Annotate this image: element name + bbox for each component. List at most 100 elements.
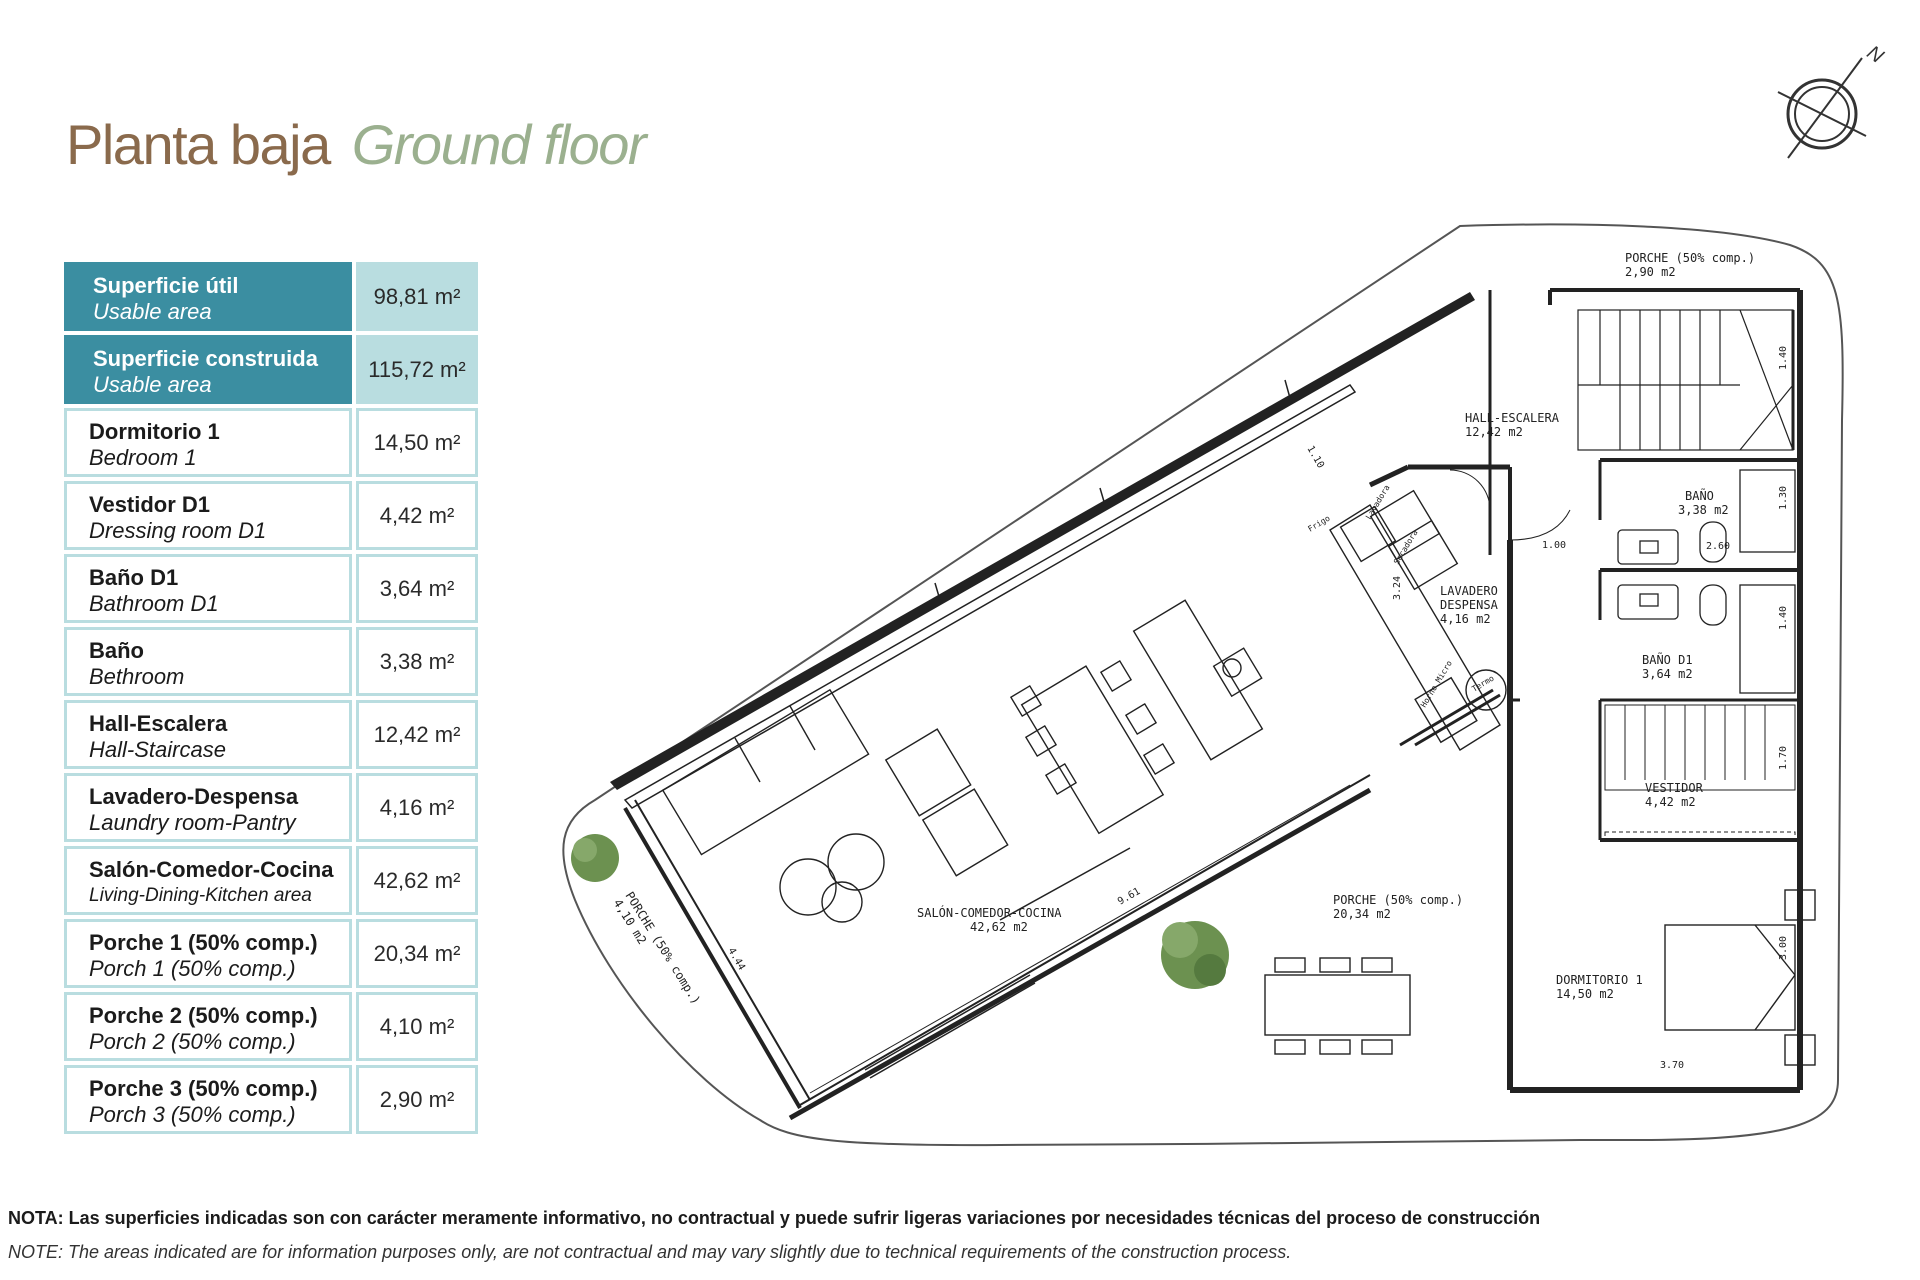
area-value: 4,16 m²	[356, 773, 478, 842]
area-value: 42,62 m²	[356, 846, 478, 915]
area-row-porch-3: Porche 3 (50% comp.)Porch 3 (50% comp.) …	[64, 1065, 478, 1134]
room-label-porch-right: PORCHE (50% comp.)	[1333, 893, 1463, 907]
north-compass-icon: N	[1777, 42, 1888, 159]
area-sublabel: Bethroom	[89, 663, 185, 689]
area-row-porch-2: Porche 2 (50% comp.)Porch 2 (50% comp.) …	[64, 992, 478, 1061]
room-label-hall: HALL-ESCALERA	[1465, 411, 1560, 425]
page-title: Planta baja Ground floor	[66, 112, 647, 177]
area-value: 4,42 m²	[356, 481, 478, 550]
room-area-laundry: 4,16 m2	[1440, 612, 1491, 626]
disclaimer-english: NOTE: The areas indicated are for inform…	[8, 1242, 1292, 1262]
room-label-porch-left: PORCHE (50% comp.)	[622, 889, 703, 1007]
title-spanish: Planta baja	[66, 113, 331, 176]
right-block-walls	[1449, 288, 1803, 1093]
area-value: 4,10 m²	[356, 992, 478, 1061]
area-label: Superficie construida	[93, 345, 318, 371]
area-sublabel: Bedroom 1	[89, 444, 197, 470]
bathroom-fixtures	[1617, 469, 1796, 694]
area-sublabel: Porch 2 (50% comp.)	[89, 1028, 296, 1054]
dimension-label: 1.10	[1304, 444, 1326, 470]
dimension-label: 3.70	[1660, 1060, 1684, 1071]
outdoor-table	[1264, 957, 1411, 1055]
room-area-bathroom: 3,38 m2	[1678, 503, 1729, 517]
dimension-label: 1.40	[1778, 606, 1789, 630]
area-value: 12,42 m²	[356, 700, 478, 769]
area-sublabel: Bathroom D1	[89, 590, 219, 616]
fixture-oven: Horno Micro	[1419, 659, 1454, 709]
bed	[1664, 889, 1816, 1066]
dimension-label: 1.70	[1778, 746, 1789, 770]
area-label: Porche 1 (50% comp.)	[89, 929, 318, 955]
area-sublabel: Porch 1 (50% comp.)	[89, 955, 296, 981]
dimension-label: 1.00	[1542, 540, 1566, 551]
area-value: 115,72 m²	[356, 335, 478, 404]
disclaimer-spanish: NOTA: Las superficies indicadas son con …	[8, 1208, 1541, 1228]
area-label: Lavadero-Despensa	[89, 783, 299, 809]
area-value: 20,34 m²	[356, 919, 478, 988]
kitchen-units	[1132, 489, 1507, 761]
plot-boundary	[562, 223, 1844, 1147]
room-area-living: 42,62 m2	[970, 920, 1028, 934]
fixture-fridge: Frigo	[1306, 514, 1331, 534]
room-label-bedroom: DORMITORIO 1	[1556, 973, 1643, 987]
room-area-bedroom: 14,50 m2	[1556, 987, 1614, 1001]
area-sublabel: Laundry room-Pantry	[89, 809, 296, 835]
living-room-walls	[610, 292, 1512, 1121]
dimension-label: 3.00	[1778, 936, 1789, 960]
area-label: Salón-Comedor-Cocina	[89, 856, 334, 882]
area-sublabel: Porch 3 (50% comp.)	[89, 1101, 296, 1127]
room-label-bathroom: BAÑO	[1685, 488, 1714, 503]
sofa-set	[661, 688, 1009, 877]
room-label-porch-top: PORCHE (50% comp.)	[1625, 251, 1755, 265]
area-label: Vestidor D1	[89, 491, 211, 517]
dimension-label: 1.30	[1778, 486, 1789, 510]
area-label: Baño D1	[89, 564, 179, 590]
tree-icon	[571, 834, 619, 882]
area-sublabel: Living-Dining-Kitchen area	[89, 884, 312, 906]
dimension-label: 9.61	[1116, 886, 1142, 908]
area-label: Porche 3 (50% comp.)	[89, 1075, 318, 1101]
room-label-laundry-1: LAVADERO	[1440, 584, 1498, 598]
room-label-laundry-2: DESPENSA	[1440, 598, 1499, 612]
room-area-hall: 12,42 m2	[1465, 425, 1523, 439]
dining-set	[1009, 659, 1176, 835]
area-value: 2,90 m²	[356, 1065, 478, 1134]
area-label: Porche 2 (50% comp.)	[89, 1002, 318, 1028]
floor-plan: PORCHE (50% comp.) 2,90 m2 HALL-ESCALERA…	[562, 223, 1844, 1147]
area-sublabel: Usable area	[93, 371, 212, 397]
coffee-tables	[779, 833, 885, 923]
area-label: Superficie útil	[93, 272, 239, 298]
area-row-porch-1: Porche 1 (50% comp.)Porch 1 (50% comp.) …	[64, 919, 478, 988]
dimension-label: 3.24	[1392, 576, 1403, 600]
title-english: Ground floor	[351, 113, 647, 176]
compass-north-label: N	[1863, 42, 1888, 69]
room-area-bathroom-d1: 3,64 m2	[1642, 667, 1693, 681]
wardrobe	[1604, 704, 1796, 841]
windows	[864, 379, 1291, 1079]
area-value: 3,64 m²	[356, 554, 478, 623]
fixture-washer: Lavadora	[1364, 483, 1392, 521]
area-sublabel: Usable area	[93, 298, 212, 324]
staircase	[1577, 309, 1795, 451]
room-area-porch-right: 20,34 m2	[1333, 907, 1391, 921]
area-label: Dormitorio 1	[89, 418, 220, 444]
area-label: Baño	[89, 637, 144, 663]
area-sublabel: Hall-Staircase	[89, 736, 226, 762]
room-label-dressing: VESTIDOR	[1645, 781, 1704, 795]
dimension-label: 1.40	[1778, 346, 1789, 370]
area-label: Hall-Escalera	[89, 710, 228, 736]
area-value: 14,50 m²	[356, 408, 478, 477]
room-area-porch-top: 2,90 m2	[1625, 265, 1676, 279]
room-label-living: SALÓN-COMEDOR-COCINA	[917, 905, 1062, 920]
room-label-bathroom-d1: BAÑO D1	[1642, 652, 1693, 667]
